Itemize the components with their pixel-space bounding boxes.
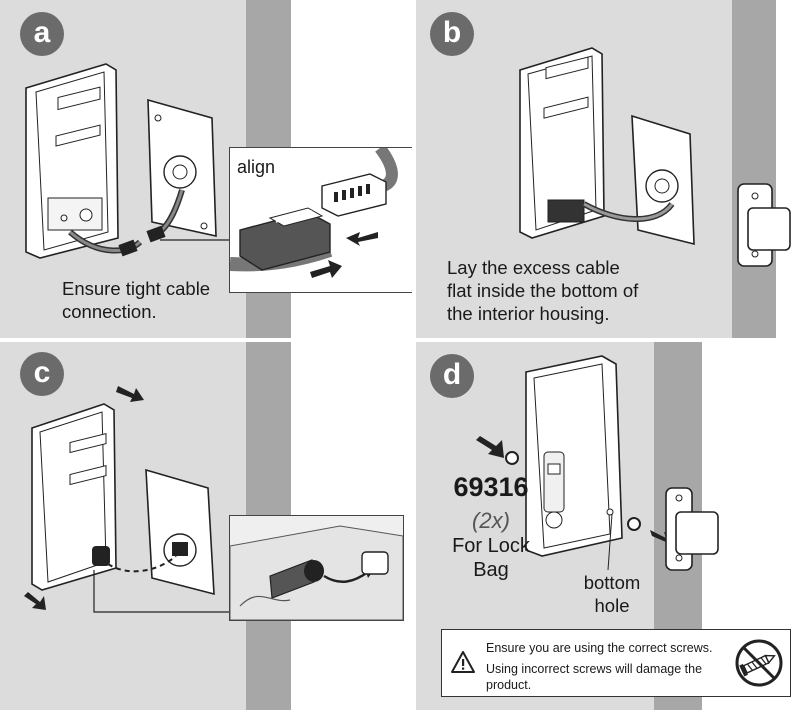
hole-label-line2: hole <box>594 595 630 616</box>
warning-triangle-icon <box>451 651 475 673</box>
hole-label-line1: bottom <box>583 572 641 593</box>
align-label: align <box>237 157 276 177</box>
bag-label-line1: For Lock <box>452 535 530 557</box>
bag-label: For Lock Bag <box>430 534 552 582</box>
caption-a: Ensure tight cable connection. <box>62 277 210 323</box>
warning-line2: Using incorrect screws will damage the <box>486 662 703 676</box>
caption-b: Lay the excess cable flat inside the bot… <box>447 256 638 325</box>
step-badge-d: d <box>430 354 474 398</box>
panel-b: b Lay the excess cable flat inside the b… <box>416 0 810 338</box>
panel-c: c <box>0 342 412 710</box>
step-badge-b: b <box>430 12 474 56</box>
part-number: 69316 <box>453 472 529 502</box>
gutter-horizontal <box>0 338 810 342</box>
caption-b-line1: Lay the excess cable <box>447 257 620 278</box>
interior-housing-illustration <box>25 63 232 259</box>
gutter-vertical <box>412 0 416 710</box>
door-face <box>776 0 810 338</box>
bag-label-line2: Bag <box>473 559 509 581</box>
hole-label: bottom hole <box>568 571 656 617</box>
interior-housing-illustration <box>519 47 791 267</box>
warning-line1: Ensure you are using the correct screws. <box>486 641 713 655</box>
cable-detail-inset <box>229 515 404 621</box>
panel-a: align a Ensure tight cable connection. <box>0 0 412 338</box>
caption-b-line3: the interior housing. <box>447 303 610 324</box>
step-badge-a: a <box>20 12 64 56</box>
remove-housing-illustration <box>24 386 236 613</box>
screw-quantity: (2x) <box>472 508 510 533</box>
cable-route-illustration <box>230 516 403 620</box>
door-edge <box>732 0 776 338</box>
caption-b-line2: flat inside the bottom of <box>447 280 639 301</box>
align-detail-inset: align <box>229 147 412 293</box>
no-screw-icon <box>735 639 783 687</box>
caption-a-line1: Ensure tight cable <box>62 278 211 299</box>
screw-install-illustration <box>476 355 719 571</box>
caption-a-line2: connection. <box>62 301 157 322</box>
connector-align-illustration <box>230 148 398 278</box>
step-badge-c: c <box>20 352 64 396</box>
warning-line3: product. <box>486 678 532 692</box>
warning-box: Ensure you are using the correct screws.… <box>441 629 791 697</box>
